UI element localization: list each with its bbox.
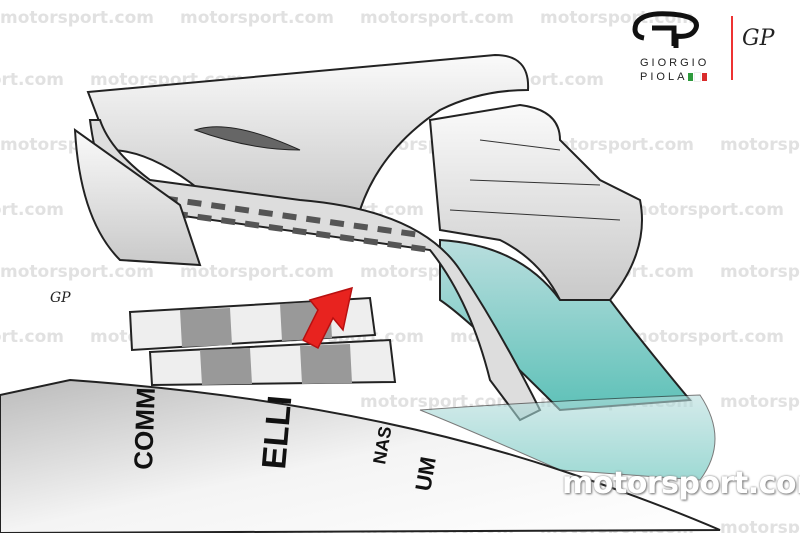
vane-slot: [193, 126, 301, 151]
flag-white: [694, 72, 702, 83]
artist-signature-small: GP: [50, 290, 71, 306]
logo-line1: GIORGIO: [640, 57, 710, 69]
decal-right-bottom: UM: [410, 455, 441, 493]
flag-green: [688, 73, 694, 82]
top-vane: [86, 53, 530, 212]
logo-line2: PIOLA: [640, 71, 688, 83]
decal-left: COMM: [128, 387, 161, 470]
watermark-main: motorsport.com: [562, 466, 800, 501]
footplate: [419, 394, 716, 481]
artist-signature: GP: [742, 26, 775, 51]
gp-monogram-icon: [632, 11, 699, 48]
decal-middle: ELLI: [255, 394, 299, 471]
logo-divider: [731, 16, 733, 80]
right-vanes: [428, 103, 643, 301]
chassis: [0, 378, 721, 533]
flag-red: [702, 73, 708, 82]
red-arrow: [302, 286, 353, 350]
lower-fin: [73, 127, 202, 267]
giorgio-piola-logo: GIORGIO PIOLA GP: [630, 8, 800, 88]
